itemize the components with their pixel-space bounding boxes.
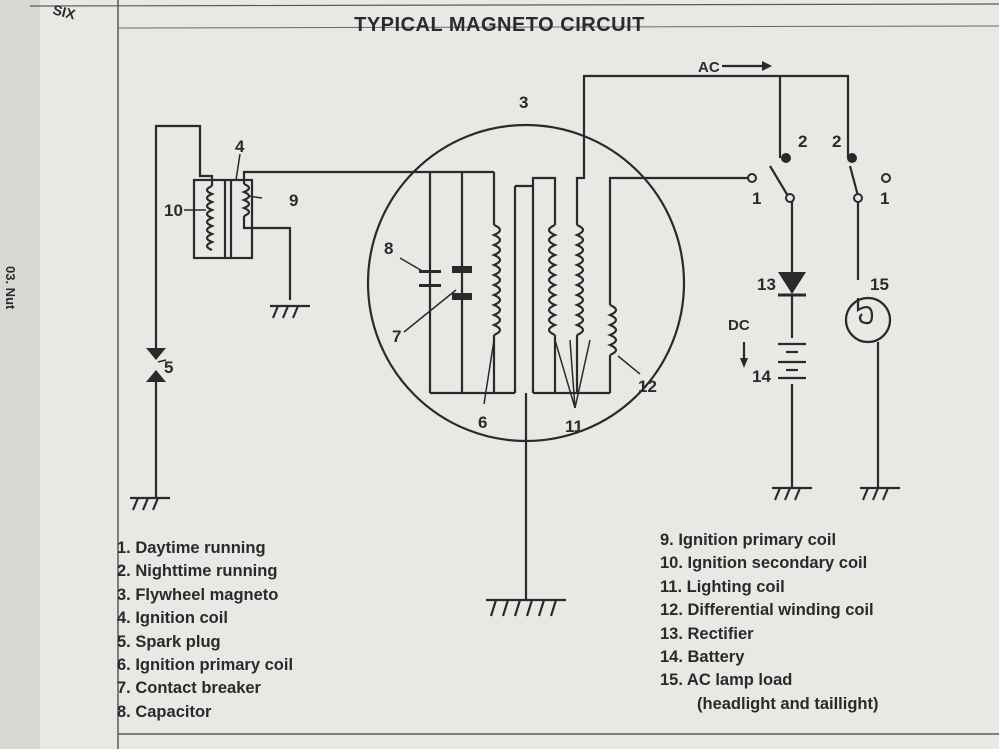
- leader-11b: [569, 339, 576, 409]
- label-12: 12: [638, 377, 657, 396]
- breaker-contact-bottom: [452, 293, 472, 300]
- label-15: 15: [870, 275, 889, 294]
- label-13: 13: [757, 275, 776, 294]
- legend-item: 15. AC lamp load: [660, 671, 793, 690]
- legend-item: 9. Ignition primary coil: [660, 531, 837, 549]
- leader-12: [617, 355, 641, 375]
- legend-item: 10. Ignition secondary coil: [660, 554, 868, 573]
- ignition-coil-box: [192, 178, 254, 260]
- label-2-right: 2: [832, 132, 841, 151]
- switch-terminal-2-right: [847, 153, 857, 163]
- legend-item: 14. Battery: [660, 648, 745, 667]
- leader-11c: [574, 339, 591, 409]
- legend-item: 3. Flywheel magneto: [117, 585, 279, 604]
- label-8: 8: [384, 239, 393, 258]
- legend-item: 7. Contact breaker: [117, 679, 261, 698]
- switch1-lead: [608, 176, 748, 305]
- label-6: 6: [478, 413, 487, 432]
- label-10: 10: [164, 201, 183, 220]
- lighting-coil-right: [574, 223, 585, 337]
- leader-7: [403, 289, 457, 333]
- leader-8: [399, 257, 425, 273]
- leader-11a: [554, 339, 576, 409]
- leader-6: [483, 339, 495, 405]
- switch-left-arm: [769, 165, 789, 197]
- legend-item: 6. Ignition primary coil: [117, 656, 294, 675]
- label-3: 3: [519, 93, 528, 112]
- legend-item: 12. Differential winding coil: [660, 601, 874, 620]
- label-14: 14: [752, 367, 771, 386]
- label-11: 11: [565, 417, 583, 436]
- leader-5: [157, 359, 167, 363]
- differential-winding-coil: [607, 303, 618, 357]
- legend-item: 1. Daytime running: [117, 539, 266, 557]
- side-text: 03. Nut: [3, 266, 18, 310]
- switch-terminal-2-left: [781, 153, 791, 163]
- switch-pivot-right: [853, 193, 863, 203]
- primary-feed-lead: [242, 170, 494, 184]
- ignition-secondary-coil: [205, 184, 215, 252]
- switch-pivot-left: [785, 193, 795, 203]
- label-1-right: 1: [880, 189, 889, 208]
- dc-arrow-head: [740, 358, 748, 368]
- page-tag: SIX: [51, 1, 77, 22]
- switch-terminal-1-left: [747, 173, 757, 183]
- spark-plug-lead: [154, 124, 214, 352]
- spark-plug-electrode-bottom: [146, 370, 166, 382]
- label-7: 7: [392, 327, 401, 346]
- primary-ground-lead: [242, 216, 292, 300]
- label-ac: AC: [698, 59, 720, 76]
- capacitor-plate-top: [419, 270, 441, 273]
- legend-item: 13. Rectifier: [660, 624, 754, 643]
- diagram-title: TYPICAL MAGNETO CIRCUIT: [354, 14, 645, 36]
- label-5: 5: [164, 358, 173, 377]
- label-2-left: 2: [798, 132, 807, 151]
- previous-page-strip: [0, 0, 40, 749]
- leader-4: [235, 153, 241, 181]
- label-9: 9: [289, 191, 298, 210]
- switch-terminal-1-right: [881, 173, 891, 183]
- spark-plug-electrode-top: [146, 348, 166, 360]
- legend-item: 4. Ignition coil: [117, 609, 228, 628]
- capacitor-plate-bottom: [419, 284, 441, 287]
- label-4: 4: [235, 137, 245, 156]
- rectifier-diode: [778, 272, 806, 294]
- frame-line-top: [29, 3, 999, 7]
- ac-bus-right: [780, 74, 850, 158]
- legend-left: 1. Daytime running 2. Nighttime running …: [117, 537, 293, 724]
- label-1-left: 1: [752, 189, 761, 208]
- breaker-contact-top: [452, 266, 472, 273]
- legend-item: 5. Spark plug: [117, 632, 221, 651]
- legend-item: 8. Capacitor: [117, 702, 212, 721]
- frame-line-top-inner: [117, 25, 999, 29]
- leader-9: [247, 195, 263, 199]
- lighting-coil-left: [547, 223, 558, 337]
- switch-right-arm: [848, 165, 860, 197]
- legend-item: 2. Nighttime running: [117, 562, 278, 581]
- legend-right: 9. Ignition primary coil 10. Ignition se…: [660, 529, 878, 716]
- lamp-filament: [856, 298, 874, 325]
- ignition-primary-coil-6: [491, 223, 502, 337]
- ignition-primary-coil-9: [241, 182, 251, 218]
- legend-item: (headlight and taillight): [697, 694, 879, 713]
- ac-lamp-load: [844, 296, 892, 344]
- ac-bus-lead: [575, 74, 780, 225]
- legend-item: 11. Lighting coil: [660, 577, 785, 596]
- ac-arrow-head: [762, 61, 772, 71]
- label-dc: DC: [728, 317, 750, 334]
